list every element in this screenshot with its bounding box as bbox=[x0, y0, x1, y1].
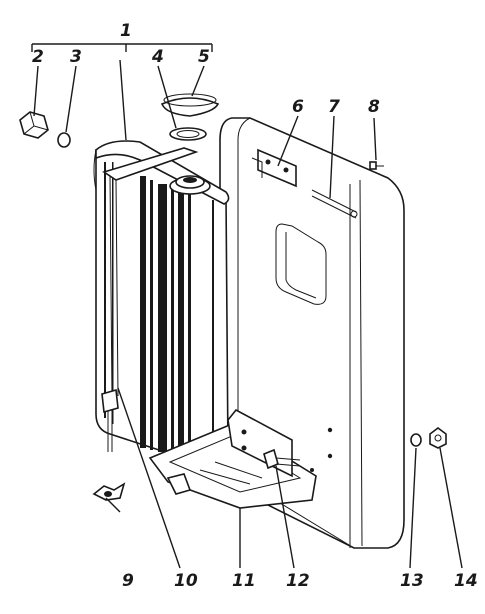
gasket-inner bbox=[176, 130, 200, 138]
callout-8: 8 bbox=[368, 97, 380, 117]
callouts: 1 2 3 4 5 6 7 8 9 10 11 12 13 14 bbox=[32, 21, 478, 591]
leader-lines bbox=[31, 43, 463, 569]
callout-5: 5 bbox=[198, 47, 210, 67]
filler-cap bbox=[160, 93, 220, 117]
callout-7: 7 bbox=[328, 97, 340, 117]
cap-nut bbox=[19, 111, 49, 139]
lock-washer bbox=[410, 433, 422, 447]
callout-13: 13 bbox=[400, 571, 424, 591]
gasket bbox=[169, 127, 207, 141]
callout-11: 11 bbox=[232, 571, 256, 591]
callout-9: 9 bbox=[122, 571, 134, 591]
callout-14: 14 bbox=[454, 571, 478, 591]
callout-3: 3 bbox=[70, 47, 82, 67]
callout-6: 6 bbox=[292, 97, 304, 117]
washer bbox=[57, 132, 71, 148]
callout-10: 10 bbox=[174, 571, 198, 591]
callout-4: 4 bbox=[151, 47, 164, 67]
callout-2: 2 bbox=[32, 47, 44, 67]
callout-12: 12 bbox=[286, 571, 310, 591]
hex-nut bbox=[429, 427, 447, 449]
pin bbox=[369, 161, 384, 170]
fuel-tank bbox=[93, 140, 230, 468]
tank-shading bbox=[104, 162, 214, 462]
bolt bbox=[263, 448, 301, 470]
wing-nut bbox=[92, 482, 126, 501]
callout-1: 1 bbox=[120, 21, 132, 41]
